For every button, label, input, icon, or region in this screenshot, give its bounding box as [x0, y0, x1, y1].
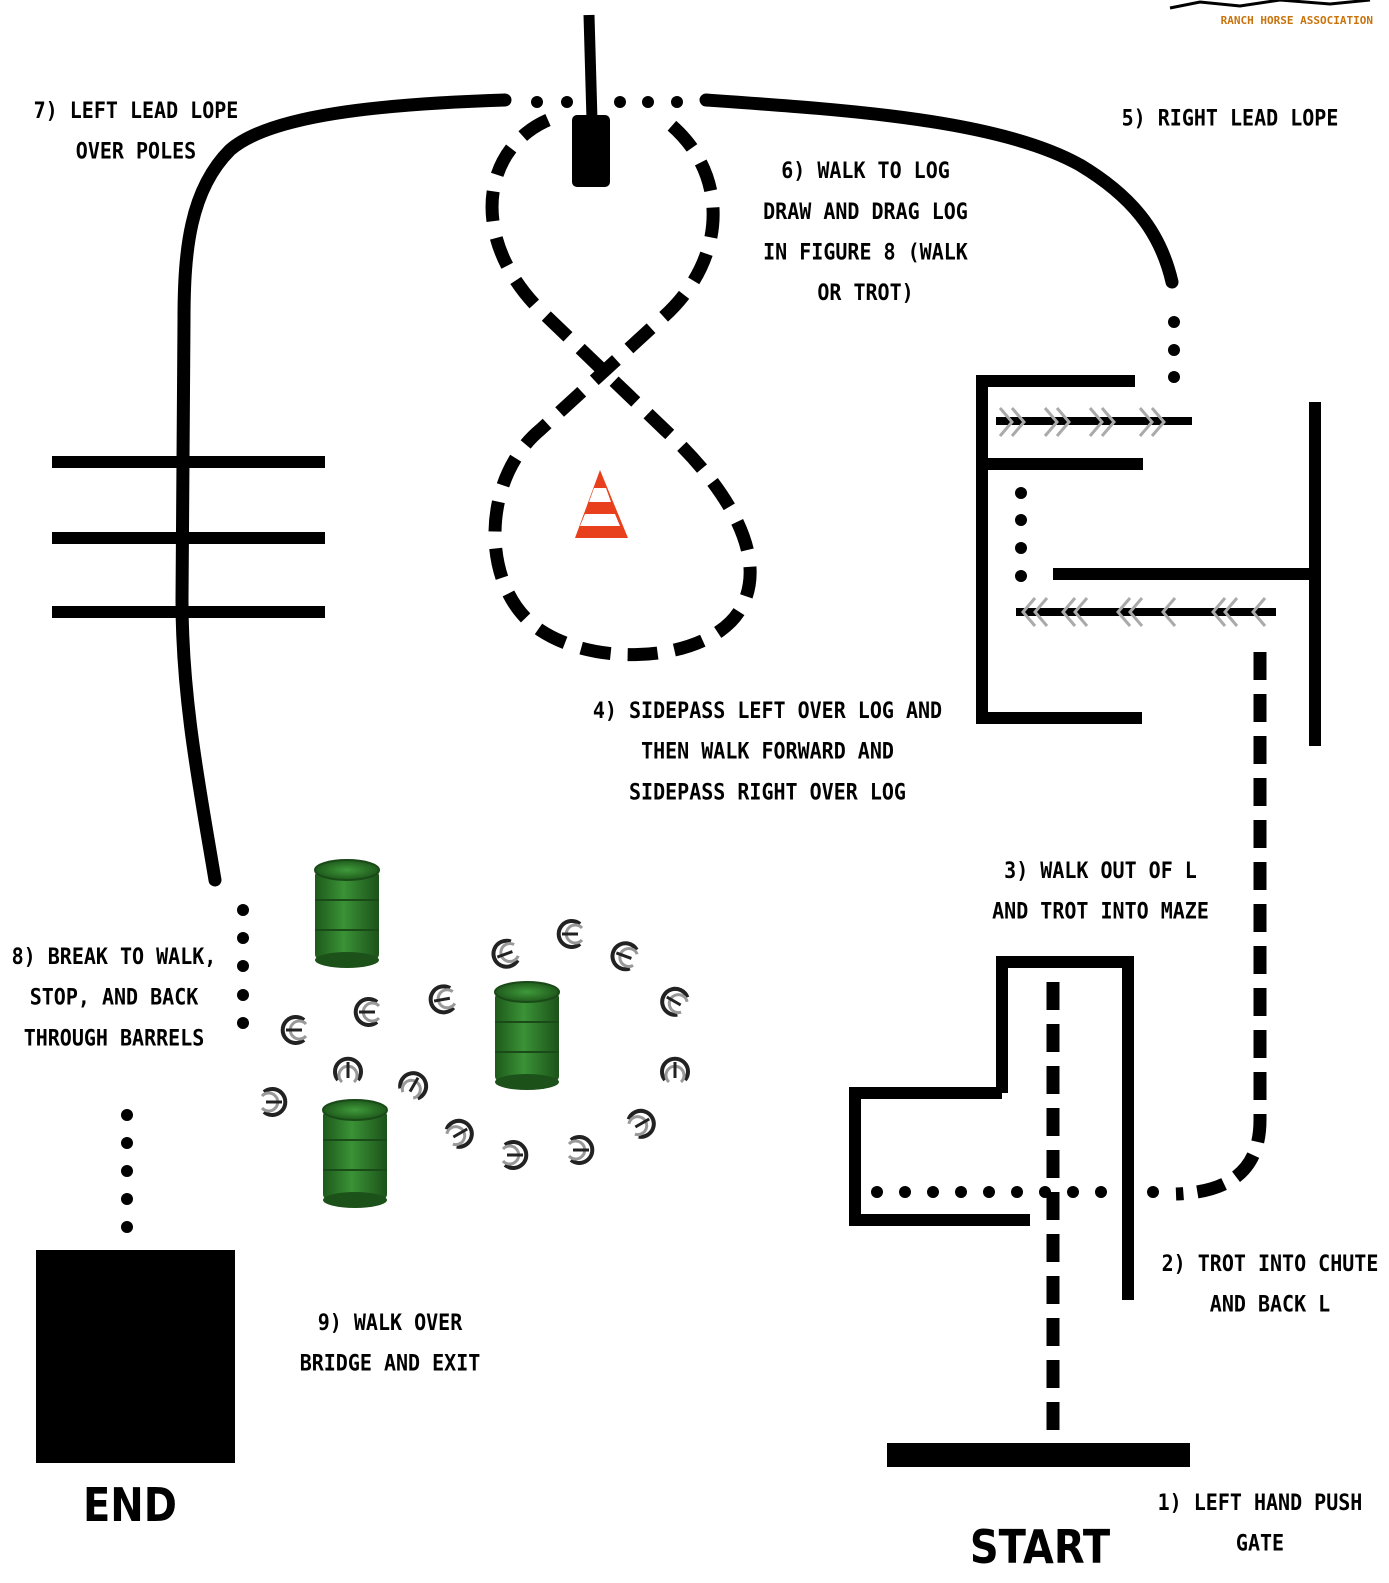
start-label: START	[969, 1521, 1111, 1575]
chevron-track-icon	[998, 407, 1267, 627]
sidepass-box	[976, 375, 1321, 746]
left-lead-lope-path	[175, 93, 512, 887]
dotted-path-right	[1168, 316, 1180, 383]
barrel-icon	[322, 1099, 388, 1209]
end-label: END	[82, 1479, 177, 1533]
dotted-path-barrels	[237, 904, 249, 1029]
l-chute-maze	[849, 956, 1134, 1300]
barrel-icon	[314, 859, 380, 969]
label-step-1: 1) LEFT HAND PUSH GATE	[1157, 1488, 1363, 1556]
figure-eight-path	[485, 114, 757, 662]
label-step-6: 6) WALK TO LOG DRAW AND DRAG LOG IN FIGU…	[763, 157, 968, 306]
barrel-icon	[494, 981, 560, 1091]
traffic-cone-icon	[575, 470, 628, 538]
label-step-5: 5) RIGHT LEAD LOPE	[1121, 104, 1339, 132]
label-step-7: 7) LEFT LEAD LOPE OVER POLES	[33, 96, 239, 164]
gate	[887, 1443, 1190, 1467]
label-step-8: 8) BREAK TO WALK, STOP, AND BACK THROUGH…	[11, 943, 217, 1051]
bridge	[36, 1250, 235, 1463]
drag-rope	[583, 14, 598, 121]
log-icon	[572, 115, 610, 187]
dotted-path-bridge	[121, 1109, 133, 1233]
label-step-4: 4) SIDEPASS LEFT OVER LOG AND THEN WALK …	[592, 697, 943, 805]
dotted-path-sidepass	[1015, 487, 1027, 582]
logo-text: RANCH HORSE ASSOCIATION	[1220, 14, 1373, 27]
ground-poles	[52, 456, 325, 618]
dotted-path-top	[531, 96, 683, 108]
trot-dashed-path	[1175, 652, 1267, 1201]
label-step-9: 9) WALK OVER BRIDGE AND EXIT	[299, 1308, 481, 1376]
logo-icon	[1168, 0, 1372, 34]
maze-dotted-horizontal	[871, 1186, 1159, 1198]
label-step-3: 3) WALK OUT OF L AND TROT INTO MAZE	[992, 856, 1209, 924]
label-step-2: 2) TROT INTO CHUTE AND BACK L	[1161, 1249, 1379, 1317]
right-lead-lope-path	[699, 93, 1179, 289]
